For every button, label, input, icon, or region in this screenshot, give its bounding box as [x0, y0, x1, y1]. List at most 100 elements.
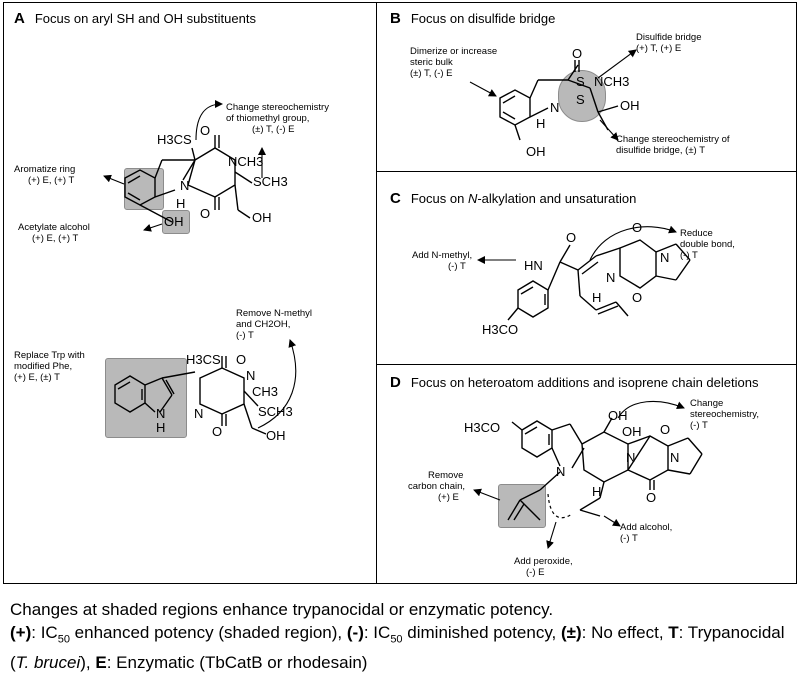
- shade-a-indole: [105, 358, 187, 438]
- panel-d-title: D Focus on heteroatom additions and isopr…: [390, 374, 758, 391]
- panel-a-title: A Focus on aryl SH and OH substituents: [14, 10, 256, 27]
- note-line: carbon chain,: [408, 481, 466, 492]
- note-line: (+) E, (±) T: [14, 372, 60, 383]
- note-line: (+) T, (+) E: [636, 43, 682, 54]
- panel-a-letter: A: [14, 10, 25, 27]
- atom-label: O: [200, 206, 210, 221]
- note-line: Change stereochemistry: [226, 102, 329, 113]
- note-line: (-) T: [448, 261, 466, 272]
- note-line: Change: [690, 398, 724, 409]
- atom-label: S: [576, 74, 585, 89]
- panel-d-title-text: Focus on heteroatom additions and isopre…: [410, 375, 759, 390]
- note-line: Acetylate alcohol: [18, 222, 90, 233]
- atom-label: N: [670, 450, 679, 465]
- atom-label: OH: [608, 408, 628, 423]
- note-line: of thiomethyl group,: [226, 113, 310, 124]
- note-line: Reduce: [680, 228, 713, 239]
- note-line: (-) E: [526, 567, 545, 578]
- molecule-drawings: H3CS O NCH3 N H SCH3 O OH OH H3CS O N CH…: [103, 46, 703, 549]
- panel-c-title-italic: N: [467, 191, 478, 206]
- note-line: Disulfide bridge: [636, 32, 702, 43]
- panel-b-letter: B: [390, 10, 401, 27]
- figure-frame: [3, 2, 797, 584]
- atom-label: O: [200, 123, 210, 138]
- caption-text: : IC: [363, 623, 391, 642]
- caption-plus-symbol: (+): [10, 623, 32, 642]
- atom-label: H: [176, 196, 185, 211]
- note-c-add-methyl: Add N-methyl,(-) T: [412, 250, 472, 272]
- atom-label: SCH3: [258, 404, 293, 419]
- note-line: Add alcohol,: [620, 522, 673, 533]
- atom-label: S: [576, 92, 585, 107]
- atom-label: O: [572, 46, 582, 61]
- note-line: modified Phe,: [14, 361, 73, 372]
- note-line: Remove N-methyl: [236, 308, 313, 319]
- note-line: (-) T: [680, 250, 698, 261]
- note-a-acetylate: Acetylate alcohol(+) E, (+) T: [18, 222, 90, 244]
- note-line: stereochemistry,: [690, 409, 759, 420]
- atom-label: N: [156, 406, 165, 421]
- molecule-a-top: H3CS O NCH3 N H SCH3 O OH OH: [103, 100, 288, 232]
- note-line: (-) T: [620, 533, 638, 544]
- atom-label: H3CO: [482, 322, 518, 337]
- atom-label: NCH3: [594, 74, 629, 89]
- molecule-a-bottom: H3CS O N CH3 SCH3 N O OH N H: [114, 339, 297, 443]
- note-line: Dimerize or increase: [410, 46, 498, 57]
- note-line: (±) T, (-) E: [410, 68, 453, 79]
- panel-a-title-text: Focus on aryl SH and OH substituents: [34, 11, 256, 26]
- caption-species: T. brucei: [15, 653, 81, 673]
- atom-label: N: [626, 450, 635, 465]
- caption-subscript: 50: [57, 633, 70, 646]
- panel-divider-b-c: [376, 171, 797, 172]
- molecule-d: H3CO OH OH O O N N N H: [464, 400, 703, 549]
- panel-c-title-pre: Focus on: [410, 191, 468, 206]
- atom-label: O: [646, 490, 656, 505]
- note-line: (-) T: [236, 330, 254, 341]
- panel-b-title: B Focus on disulfide bridge: [390, 10, 555, 27]
- atom-label: H3CO: [464, 420, 500, 435]
- atom-label: N: [660, 250, 669, 265]
- atom-label: N: [194, 406, 203, 421]
- atom-label: CH3: [252, 384, 278, 399]
- atom-label: H: [592, 484, 601, 499]
- note-line: (+) E, (+) T: [32, 233, 79, 244]
- atom-label: N: [246, 368, 255, 383]
- panel-c-letter: C: [390, 190, 401, 207]
- atom-label: N: [180, 178, 189, 193]
- figure-caption: Changes at shaded regions enhance trypan…: [10, 598, 790, 674]
- caption-text: : IC: [31, 623, 58, 642]
- caption-e-symbol: E: [95, 653, 107, 673]
- note-line: Remove: [428, 470, 464, 481]
- molecule-c: O O O HN N N H H3CO: [477, 220, 691, 337]
- atom-label: OH: [526, 144, 546, 159]
- note-line: Change stereochemistry of: [616, 134, 730, 145]
- atom-label: H: [156, 420, 165, 435]
- caption-text: : Enzymatic (TbCatB or rhodesain): [106, 653, 368, 673]
- shade-a-oh: [162, 210, 190, 234]
- note-line: Add N-methyl,: [412, 250, 473, 261]
- caption-line-2: (+): IC50 enhanced potency (shaded regio…: [10, 621, 790, 674]
- note-line: (-) T: [690, 420, 708, 431]
- atom-label: OH: [164, 214, 184, 229]
- atom-label: OH: [266, 428, 286, 443]
- panel-d-letter: D: [390, 374, 401, 391]
- caption-line-1: Changes at shaded regions enhance trypan…: [10, 600, 554, 619]
- caption-t-symbol: T: [668, 623, 679, 642]
- note-line: (+) E: [438, 492, 459, 503]
- atom-label: OH: [252, 210, 272, 225]
- atom-label: O: [632, 290, 642, 305]
- note-line: (±) T, (-) E: [252, 124, 295, 135]
- atom-label: H3CS: [186, 352, 221, 367]
- atom-label: NCH3: [228, 154, 263, 169]
- atom-label: OH: [622, 424, 642, 439]
- atom-label: O: [236, 352, 246, 367]
- note-line: and CH2OH,: [236, 319, 291, 330]
- caption-pm-symbol: (±): [561, 623, 582, 642]
- panel-b-title-text: Focus on disulfide bridge: [410, 11, 556, 26]
